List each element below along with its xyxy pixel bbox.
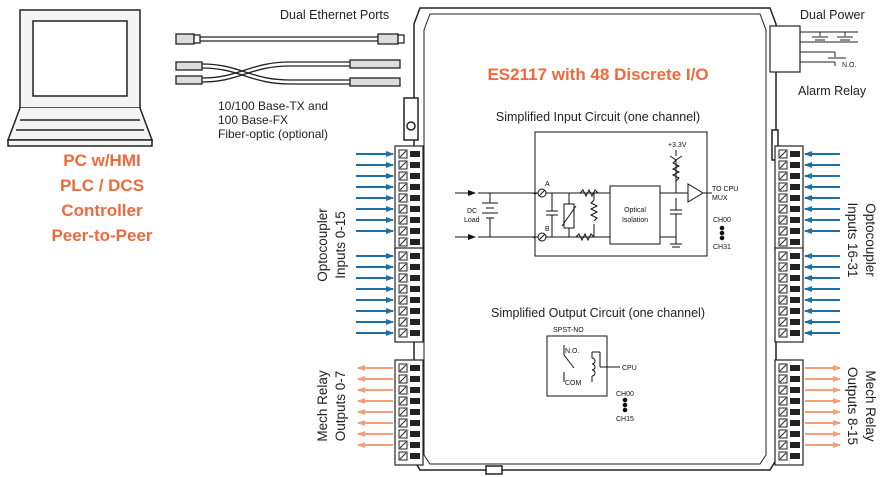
pc-label-2: PLC / DCS: [60, 176, 144, 195]
media-label-3: Fiber-optic (optional): [218, 127, 328, 141]
input-voltage: +3.3V: [668, 142, 687, 149]
media-label-1: 10/100 Base-TX and: [218, 99, 328, 113]
left-inputs-label-2: Inputs 0-15: [333, 211, 348, 279]
relay-no-label: N.O.: [565, 348, 579, 355]
dc-label-1: DC: [467, 208, 477, 215]
computer-icon: [6, 9, 154, 147]
pc-label-3: Controller: [61, 201, 143, 220]
right-inputs-label-1: Optocoupler: [863, 203, 878, 277]
ethernet-cable: [175, 33, 405, 45]
right-outputs-label-2: Outputs 8-15: [845, 367, 860, 445]
output-ch-end: CH15: [616, 416, 634, 423]
pc-label-4: Peer-to-Peer: [51, 226, 152, 245]
right-input-terminal-1: [774, 145, 804, 252]
dual-power-label: Dual Power: [800, 8, 865, 22]
alarm-no-label: N.O.: [842, 62, 856, 69]
optical-label-2: Isolation: [622, 217, 648, 224]
output-circuit-title: Simplified Output Circuit (one channel): [491, 306, 705, 320]
plus-label: +: [533, 191, 537, 198]
input-ch-end: CH31: [713, 244, 731, 251]
left-input-terminal-1: [394, 145, 424, 252]
input-circuit-schematic: [455, 131, 725, 257]
relay-type-label: SPST-NO: [553, 327, 584, 334]
terminal-b-label: B: [545, 226, 550, 233]
output-ch-start: CH00: [616, 391, 634, 398]
right-outputs-label-1: Mech Relay: [863, 370, 878, 442]
left-outputs-label-1: Mech Relay: [315, 370, 330, 442]
input-circuit-title: Simplified Input Circuit (one channel): [496, 110, 700, 124]
power-supply-icon: [800, 31, 858, 66]
fiber-optic-cable: [175, 59, 401, 87]
terminal-blocks: [394, 145, 804, 466]
media-label-2: 100 Base-FX: [218, 113, 288, 127]
optical-label-1: Optical: [624, 207, 646, 214]
terminal-a-label: A: [545, 181, 550, 188]
alarm-relay-label: Alarm Relay: [798, 84, 867, 98]
dc-label-2: Load: [464, 217, 480, 224]
right-input-terminal-2: [774, 247, 804, 343]
io-arrows: [356, 151, 841, 448]
right-output-terminal: [774, 359, 804, 466]
output-circuit-schematic: [546, 335, 628, 413]
right-inputs-label-2: Inputs 16-31: [845, 202, 860, 277]
minus-label: -: [533, 235, 536, 242]
pc-label-1: PC w/HMI: [63, 151, 140, 170]
left-outputs-label-2: Outputs 0-7: [333, 371, 348, 442]
product-title: ES2117 with 48 Discrete I/O: [487, 65, 708, 84]
ethernet-ports-label: Dual Ethernet Ports: [280, 8, 389, 22]
to-cpu-label-2: MUX: [712, 195, 728, 202]
relay-cpu-label: CPU: [622, 365, 637, 372]
left-input-terminal-2: [394, 247, 424, 343]
power-terminal-block: [769, 25, 801, 73]
input-ch-start: CH00: [713, 217, 731, 224]
left-inputs-label-1: Optocoupler: [315, 208, 330, 282]
left-output-terminal: [394, 359, 424, 466]
to-cpu-label-1: TO CPU: [712, 186, 738, 193]
relay-com-label: COM: [565, 380, 582, 387]
